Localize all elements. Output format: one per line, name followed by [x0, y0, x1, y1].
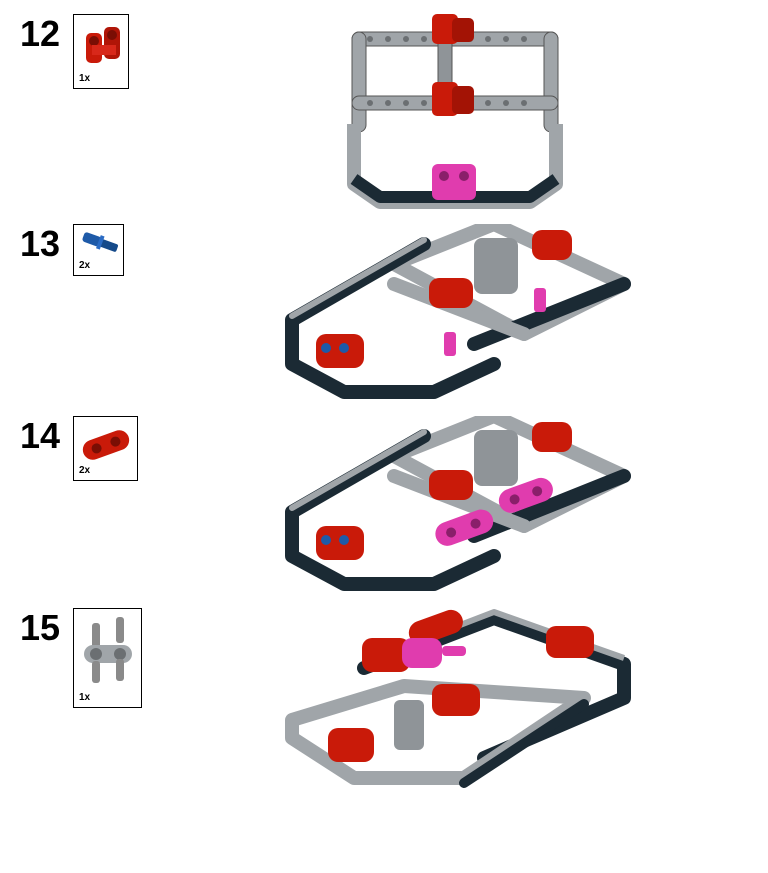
step-number: 15 — [20, 607, 61, 648]
step-number: 14 — [20, 415, 61, 456]
blue-axle-pin-icon — [82, 232, 119, 252]
parts-callout: 2x — [73, 224, 124, 276]
part-quantity: 2x — [79, 260, 91, 271]
step-number: 13 — [20, 223, 61, 264]
part-quantity: 1x — [79, 692, 91, 703]
step-12: 12 1x — [0, 14, 768, 214]
parts-callout: 2x — [73, 416, 138, 481]
red-double-pin-connector-icon — [86, 27, 120, 63]
assembly-model-step-13 — [285, 224, 631, 399]
gray-double-pin-frame-icon — [84, 617, 132, 683]
step-14: 14 2x — [0, 416, 768, 601]
step-13: 13 2x — [0, 224, 768, 409]
part-quantity: 1x — [79, 73, 91, 84]
assembly-model-step-15 — [285, 609, 631, 788]
parts-callout: 1x — [73, 608, 142, 708]
parts-callout: 1x — [73, 14, 129, 89]
step-15: 15 1x — [0, 608, 768, 808]
step-number: 12 — [20, 13, 61, 54]
part-quantity: 2x — [79, 465, 91, 476]
assembly-model-step-12 — [347, 14, 563, 209]
assembly-model-step-14 — [285, 416, 631, 591]
red-perpendicular-connector-icon — [82, 430, 130, 460]
